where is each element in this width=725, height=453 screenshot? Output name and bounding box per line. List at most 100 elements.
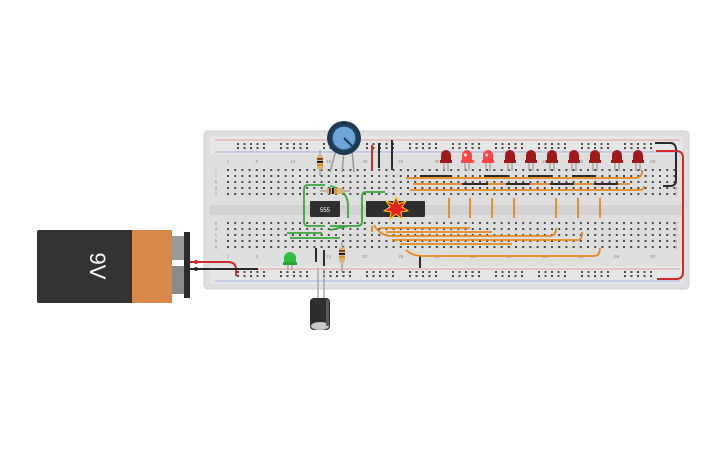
terminal-hole[interactable] — [666, 193, 669, 195]
terminal-hole[interactable] — [572, 222, 575, 224]
terminal-hole[interactable] — [385, 246, 388, 248]
rail-hole[interactable] — [465, 271, 467, 273]
terminal-hole[interactable] — [579, 187, 582, 189]
terminal-hole[interactable] — [529, 169, 532, 171]
rail-hole[interactable] — [435, 143, 437, 145]
terminal-hole[interactable] — [659, 228, 661, 230]
terminal-hole[interactable] — [320, 175, 323, 177]
terminal-hole[interactable] — [248, 175, 251, 177]
rail-hole[interactable] — [299, 147, 302, 149]
rail-hole[interactable] — [280, 275, 282, 277]
terminal-hole[interactable] — [572, 228, 575, 230]
terminal-hole[interactable] — [399, 193, 402, 195]
terminal-hole[interactable] — [651, 175, 654, 177]
terminal-hole[interactable] — [479, 222, 481, 224]
terminal-hole[interactable] — [284, 187, 287, 189]
terminal-hole[interactable] — [371, 181, 373, 183]
terminal-hole[interactable] — [587, 246, 589, 248]
rail-hole[interactable] — [366, 271, 368, 273]
terminal-hole[interactable] — [234, 222, 237, 224]
terminal-hole[interactable] — [623, 187, 625, 189]
terminal-hole[interactable] — [356, 234, 359, 236]
rail-hole[interactable] — [544, 147, 547, 149]
rail-hole[interactable] — [422, 275, 424, 277]
terminal-hole[interactable] — [327, 181, 330, 183]
terminal-hole[interactable] — [615, 234, 618, 236]
terminal-hole[interactable] — [270, 246, 273, 248]
terminal-hole[interactable] — [320, 240, 323, 242]
terminal-hole[interactable] — [234, 169, 237, 171]
terminal-hole[interactable] — [551, 246, 553, 248]
terminal-hole[interactable] — [450, 222, 453, 224]
rail-hole[interactable] — [366, 147, 368, 149]
terminal-hole[interactable] — [572, 240, 575, 242]
rail-hole[interactable] — [385, 143, 388, 145]
terminal-hole[interactable] — [551, 222, 553, 224]
terminal-hole[interactable] — [399, 175, 402, 177]
rail-hole[interactable] — [286, 271, 289, 273]
terminal-hole[interactable] — [673, 187, 676, 189]
terminal-hole[interactable] — [659, 222, 661, 224]
terminal-hole[interactable] — [507, 169, 510, 171]
terminal-hole[interactable] — [291, 246, 294, 248]
terminal-hole[interactable] — [543, 222, 546, 224]
rail-hole[interactable] — [643, 143, 646, 145]
terminal-hole[interactable] — [637, 169, 640, 171]
rail-hole[interactable] — [471, 143, 474, 145]
terminal-hole[interactable] — [349, 240, 352, 242]
terminal-hole[interactable] — [500, 181, 503, 183]
terminal-hole[interactable] — [378, 175, 381, 177]
terminal-hole[interactable] — [270, 181, 273, 183]
terminal-hole[interactable] — [471, 222, 474, 224]
led-5[interactable] — [525, 150, 537, 171]
rail-hole[interactable] — [471, 275, 474, 277]
terminal-hole[interactable] — [551, 228, 553, 230]
terminal-hole[interactable] — [529, 193, 532, 195]
terminal-hole[interactable] — [644, 169, 647, 171]
terminal-hole[interactable] — [277, 187, 280, 189]
terminal-hole[interactable] — [500, 222, 503, 224]
terminal-hole[interactable] — [529, 246, 532, 248]
terminal-hole[interactable] — [428, 193, 431, 195]
terminal-hole[interactable] — [587, 240, 589, 242]
terminal-hole[interactable] — [637, 222, 640, 224]
terminal-hole[interactable] — [241, 169, 244, 171]
terminal-hole[interactable] — [414, 175, 417, 177]
terminal-hole[interactable] — [579, 228, 582, 230]
terminal-hole[interactable] — [493, 240, 496, 242]
terminal-hole[interactable] — [551, 240, 553, 242]
terminal-hole[interactable] — [299, 234, 301, 236]
terminal-hole[interactable] — [270, 175, 273, 177]
rail-hole[interactable] — [329, 275, 332, 277]
rail-hole[interactable] — [256, 275, 259, 277]
rail-hole[interactable] — [637, 275, 639, 277]
terminal-hole[interactable] — [565, 169, 568, 171]
terminal-hole[interactable] — [313, 193, 316, 195]
terminal-hole[interactable] — [471, 228, 474, 230]
terminal-hole[interactable] — [644, 240, 647, 242]
terminal-hole[interactable] — [378, 181, 381, 183]
terminal-hole[interactable] — [378, 222, 381, 224]
terminal-hole[interactable] — [644, 246, 647, 248]
terminal-hole[interactable] — [536, 246, 539, 248]
terminal-hole[interactable] — [327, 228, 330, 230]
terminal-hole[interactable] — [601, 181, 604, 183]
terminal-hole[interactable] — [255, 234, 258, 236]
terminal-hole[interactable] — [363, 175, 366, 177]
rail-hole[interactable] — [372, 275, 375, 277]
terminal-hole[interactable] — [399, 181, 402, 183]
terminal-hole[interactable] — [327, 246, 330, 248]
led-10[interactable] — [632, 150, 644, 171]
terminal-hole[interactable] — [320, 181, 323, 183]
terminal-hole[interactable] — [608, 169, 611, 171]
rail-hole[interactable] — [600, 143, 603, 145]
terminal-hole[interactable] — [313, 169, 316, 171]
terminal-hole[interactable] — [399, 246, 402, 248]
terminal-hole[interactable] — [399, 234, 402, 236]
terminal-hole[interactable] — [464, 246, 467, 248]
terminal-hole[interactable] — [363, 234, 366, 236]
terminal-hole[interactable] — [493, 181, 496, 183]
terminal-hole[interactable] — [630, 175, 633, 177]
rail-hole[interactable] — [521, 147, 523, 149]
terminal-hole[interactable] — [234, 228, 237, 230]
